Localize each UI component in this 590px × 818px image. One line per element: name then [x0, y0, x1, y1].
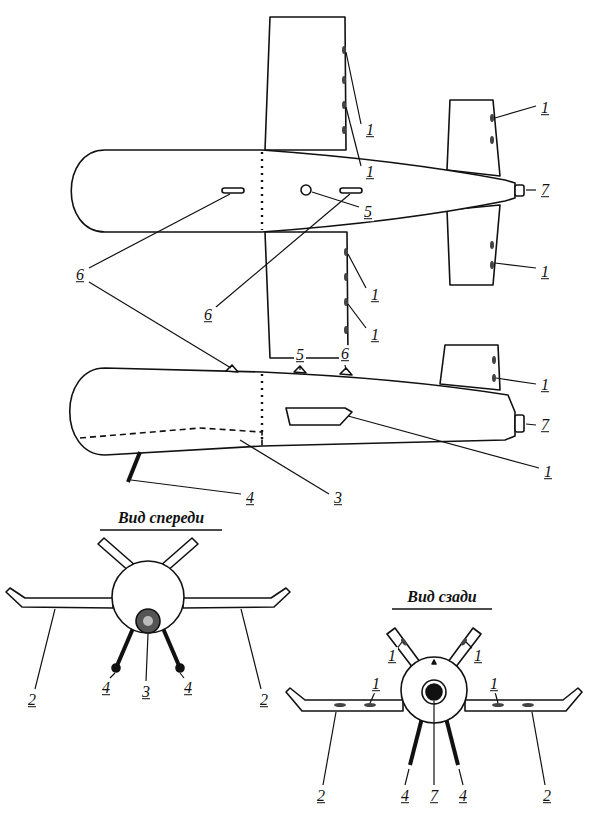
nozzle: [515, 185, 524, 196]
flap-hinges: [342, 46, 494, 334]
intake-core: [143, 616, 153, 626]
callout-number: 4: [399, 787, 411, 805]
nozzle-core: [426, 684, 442, 700]
callout-number: 1: [364, 121, 376, 139]
slot: [222, 188, 244, 193]
callout-number: 7: [539, 181, 551, 199]
callout-number: 5: [362, 203, 374, 221]
fuselage: [71, 150, 515, 232]
air-intake: [80, 428, 262, 446]
callout-number: 1: [472, 647, 484, 665]
wing: [465, 688, 582, 711]
callout-number: 7: [539, 416, 551, 434]
callout-number: 4: [457, 787, 469, 805]
title-underline: [100, 529, 222, 530]
title-underline: [392, 608, 492, 609]
landing-leg: [128, 452, 140, 482]
fuselage: [70, 368, 515, 455]
callout-number: 5: [294, 346, 306, 364]
callout-number: 1: [370, 675, 382, 693]
callout-number: 2: [258, 691, 270, 709]
callout-number: 1: [488, 675, 500, 693]
wing: [286, 688, 403, 711]
antenna: [432, 660, 436, 664]
callout-number: 1: [542, 463, 554, 481]
fuselage-section: [112, 561, 184, 633]
callout-number: 6: [339, 345, 351, 363]
nozzle: [422, 680, 446, 704]
landing-leg: [410, 718, 422, 765]
landing-leg: [116, 626, 134, 668]
hatch: [301, 185, 311, 195]
view-title: Вид сзади: [405, 588, 478, 606]
tail-fin: [440, 345, 500, 390]
bay-door: [286, 408, 352, 425]
callout-number: 1: [539, 376, 551, 394]
nozzle: [515, 415, 524, 432]
tail-fin: [447, 205, 500, 285]
callout-number: 1: [364, 163, 376, 181]
flap-hinges: [334, 638, 534, 707]
tail-fin: [447, 100, 500, 176]
callout-number: 1: [369, 326, 381, 344]
callout-number: 7: [428, 787, 440, 805]
slot: [340, 188, 362, 193]
wing: [6, 588, 113, 608]
leader-lines: [35, 52, 545, 785]
callout-number: 4: [244, 489, 256, 507]
callout-number: 2: [26, 691, 38, 709]
tail-fin: [387, 628, 420, 668]
wing: [265, 17, 346, 150]
wing: [265, 232, 348, 358]
rivet-line: [261, 152, 263, 230]
air-intake: [136, 609, 160, 633]
antenna: [294, 366, 306, 373]
callout-number: 6: [202, 306, 214, 324]
callout-number: 3: [332, 489, 344, 507]
callout-number: 1: [369, 286, 381, 304]
leg-foot: [112, 664, 120, 672]
callout-number: 1: [539, 99, 551, 117]
landing-leg: [446, 718, 458, 765]
callout-number: 2: [541, 787, 553, 805]
rivet-line: [261, 374, 263, 444]
callout-number: 1: [386, 647, 398, 665]
callout-number: 3: [140, 683, 152, 701]
callout-number: 4: [100, 679, 112, 697]
wing: [183, 588, 290, 608]
callout-number: 4: [182, 679, 194, 697]
leg-foot: [176, 664, 184, 672]
callout-number: 1: [539, 263, 551, 281]
landing-leg: [162, 626, 180, 668]
callout-number: 6: [74, 266, 86, 284]
view-title: Вид спереди: [116, 509, 206, 527]
callout-number: 2: [315, 787, 327, 805]
